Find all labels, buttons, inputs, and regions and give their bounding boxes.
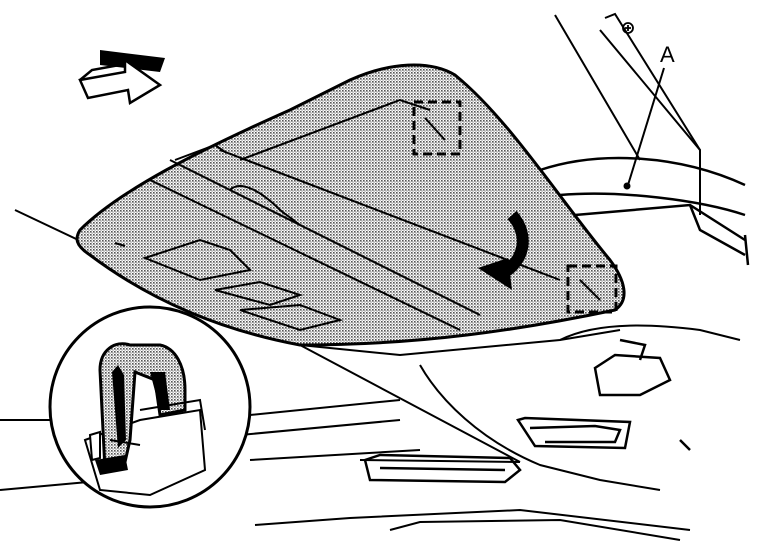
- front-direction-arrow-icon: [78, 50, 165, 106]
- clip-location-front: [566, 264, 618, 314]
- lower-fittings: [363, 338, 691, 484]
- roof-trim-panel: [539, 156, 750, 266]
- overhead-console: [75, 63, 626, 347]
- clip-location-rear: [412, 100, 462, 156]
- clip-detail-inset-icon: [48, 305, 252, 509]
- clip-locations: [412, 100, 618, 314]
- removal-direction-arrow-icon: [478, 210, 529, 290]
- console-details: [114, 98, 561, 332]
- screw-icon: [622, 22, 634, 34]
- callout-a: A: [623, 42, 675, 190]
- callout-label-a: A: [660, 42, 675, 67]
